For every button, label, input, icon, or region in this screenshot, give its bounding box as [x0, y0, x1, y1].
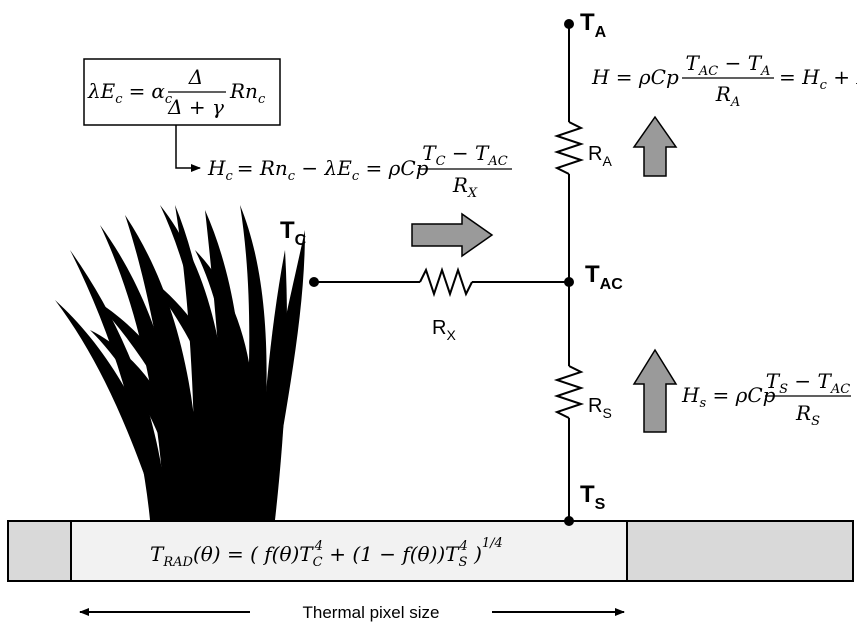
pixel-size-label: Thermal pixel size	[303, 603, 440, 622]
label-tac: TAC	[585, 261, 623, 293]
node-ts	[564, 516, 574, 526]
node-tc	[309, 277, 319, 287]
resistor-rs	[553, 365, 585, 419]
label-ts: TS	[580, 481, 606, 513]
label-rs: RS	[588, 395, 612, 421]
node-tac	[564, 277, 574, 287]
vegetation-icon	[55, 205, 305, 520]
pixel-size-arrow: Thermal pixel size	[79, 603, 625, 622]
arrow-right-icon	[411, 212, 494, 258]
arrow-up-icon-air	[632, 115, 678, 177]
svg-text:Rnc: Rnc	[229, 79, 266, 107]
svg-text:Δ + γ: Δ + γ	[167, 95, 224, 119]
air-sensible-equation: H = ρCp TAC − TA RA = Hc + Hs	[591, 51, 857, 110]
label-ta: TA	[580, 9, 607, 41]
canopy-sensible-equation: Hc= Rnc − λEc = ρCp TC − TAC RX	[207, 141, 512, 201]
label-rx: RX	[432, 317, 456, 343]
svg-text:TS − TAC: TS − TAC	[766, 369, 850, 397]
box-connector	[175, 125, 201, 172]
circuit	[309, 19, 585, 526]
pixel-area	[70, 520, 628, 582]
ground-bar	[7, 520, 854, 582]
resistor-ra	[553, 121, 585, 175]
resistor-rx	[419, 266, 473, 298]
arrow-up-icon-soil	[632, 348, 678, 433]
svg-text:= Hc + Hs: = Hc + Hs	[779, 65, 857, 93]
svg-text:RX: RX	[452, 173, 478, 201]
soil-sensible-equation: Hs = ρCp TS − TAC RS	[681, 369, 851, 429]
svg-text:H = ρCp: H = ρCp	[591, 65, 679, 89]
node-ta	[564, 19, 574, 29]
svg-text:λEc=αc: λEc=αc	[87, 79, 173, 107]
svg-text:RS: RS	[795, 401, 820, 429]
label-ra: RA	[588, 143, 612, 169]
svg-text:Hs = ρCp: Hs = ρCp	[681, 383, 776, 411]
svg-text:Hc= Rnc − λEc = ρCp: Hc= Rnc − λEc = ρCp	[207, 156, 429, 184]
trad-equation: TRAD(θ) = ( f(θ)TC4 + (1 − f(θ))TS4 )1/4	[150, 536, 503, 570]
svg-text:TC − TAC: TC − TAC	[422, 141, 507, 169]
latent-heat-equation: λEc=αc Δ Δ + γ Rnc	[87, 65, 266, 119]
svg-text:RA: RA	[715, 82, 740, 110]
svg-text:TAC − TA: TAC − TA	[686, 51, 771, 79]
svg-text:Δ: Δ	[188, 65, 203, 89]
